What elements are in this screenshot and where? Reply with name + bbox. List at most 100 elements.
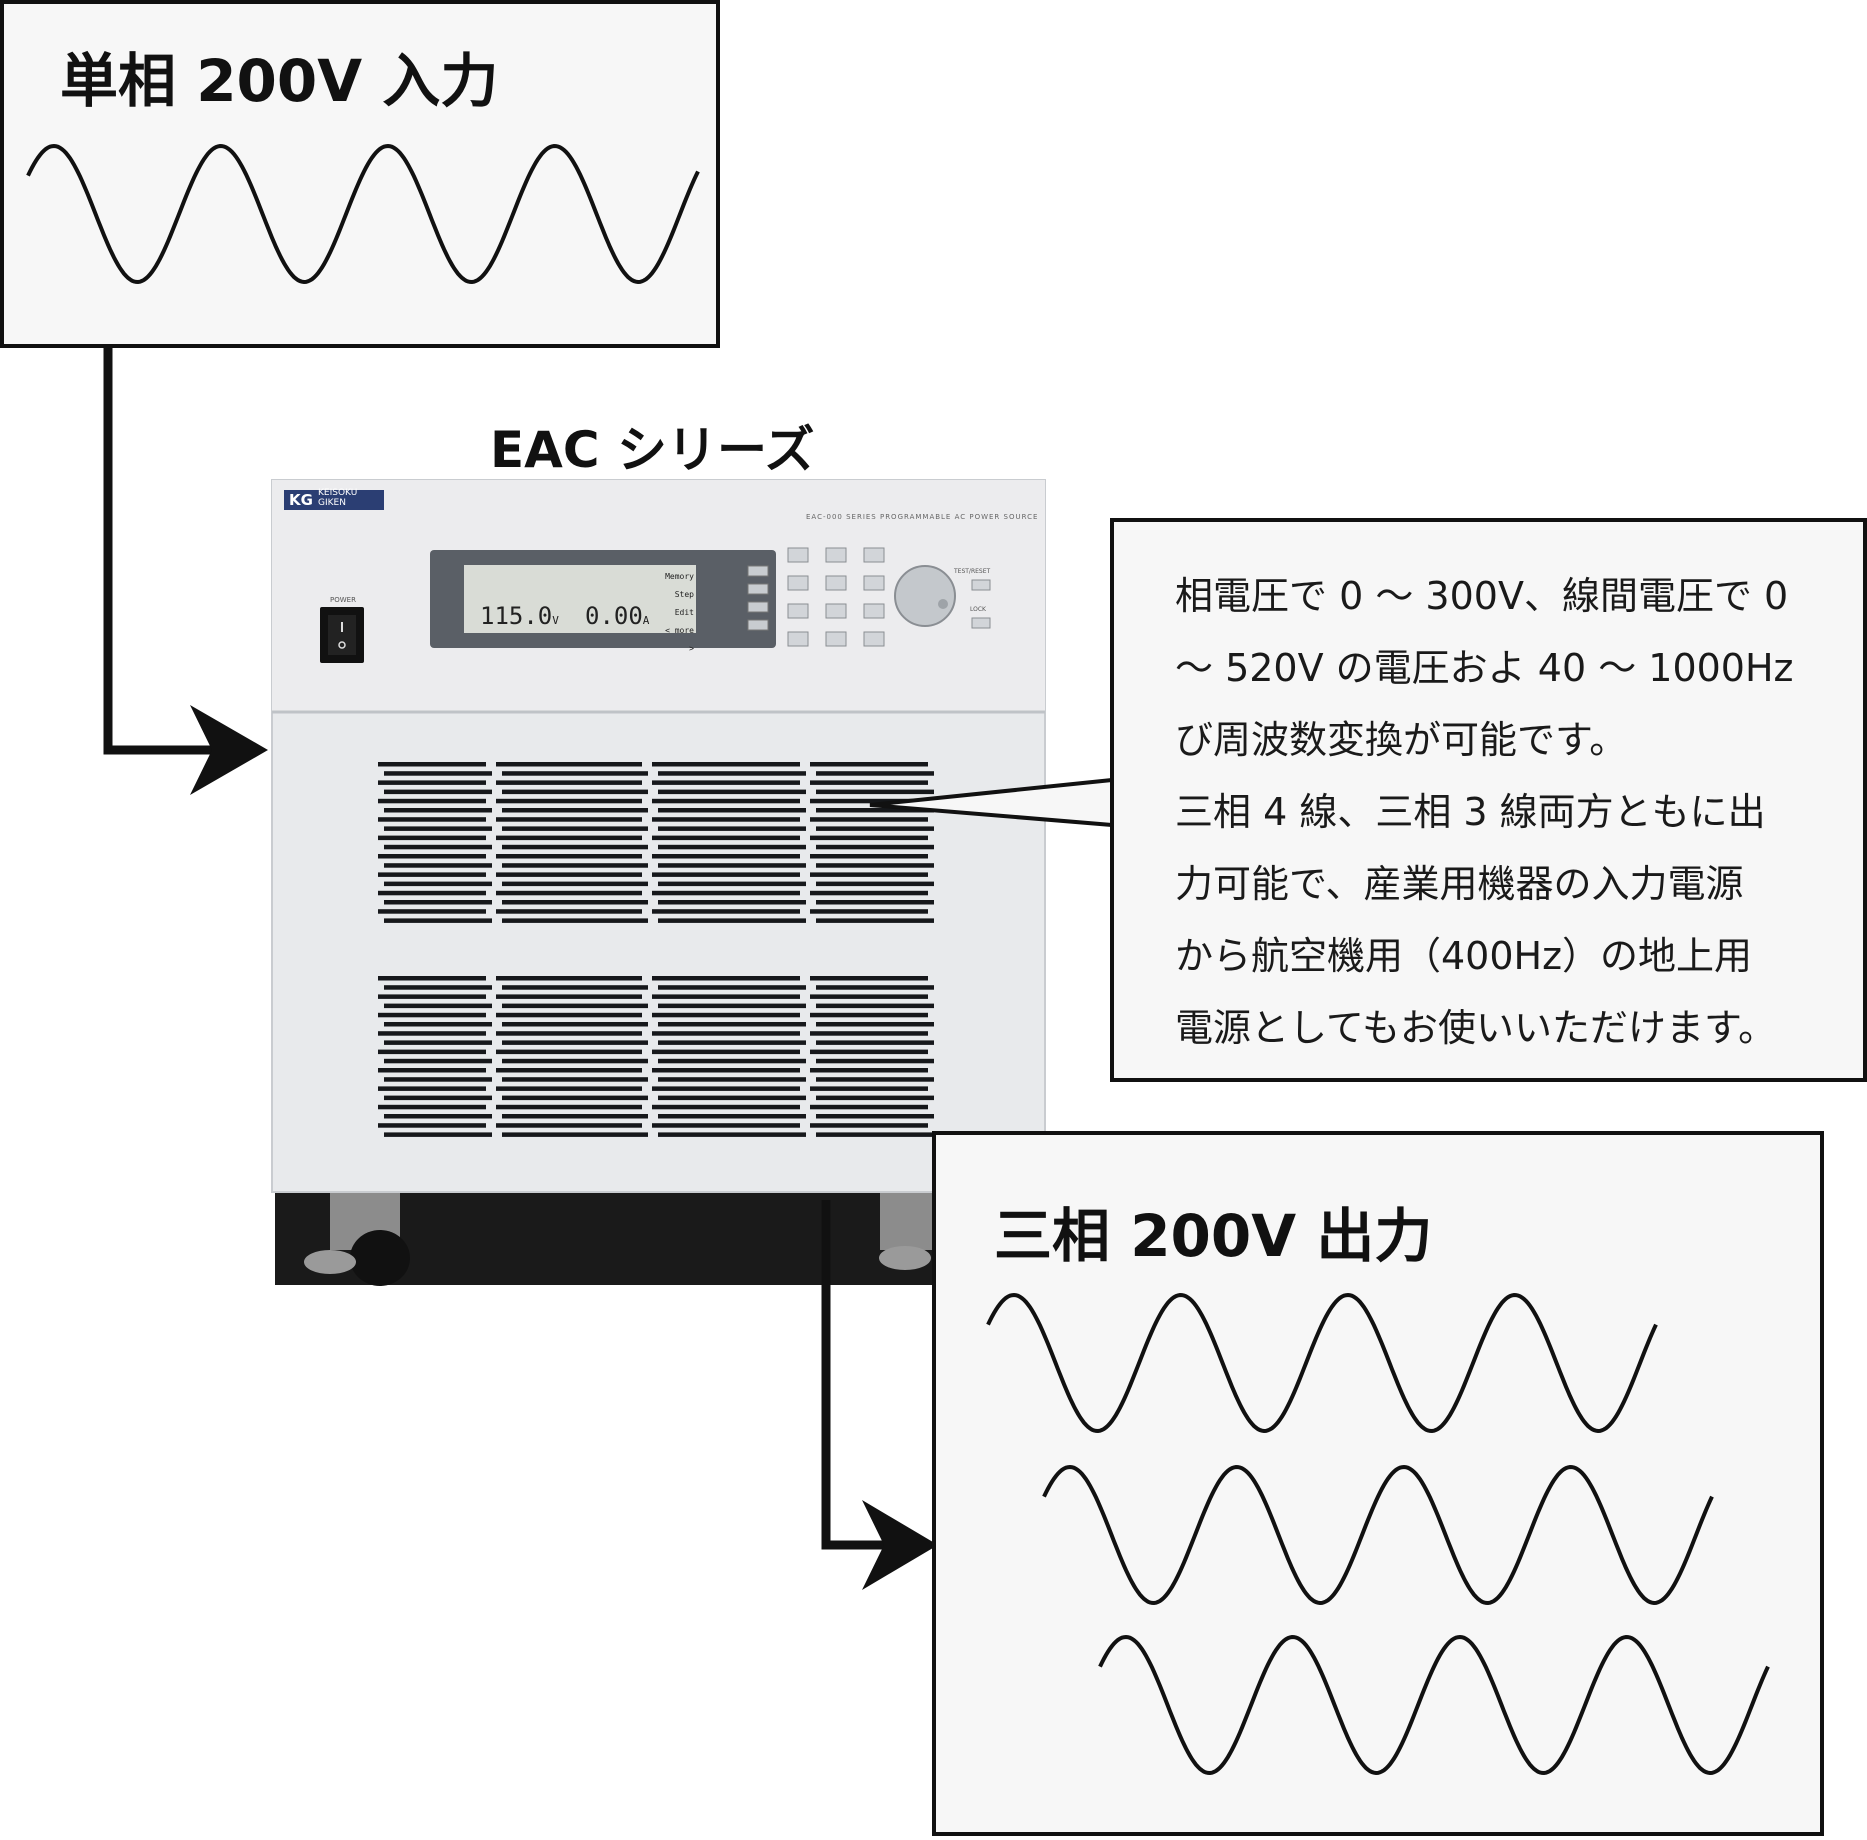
vent-slot <box>384 918 492 923</box>
softkey-3[interactable] <box>747 601 769 613</box>
vent-slot <box>816 1003 934 1009</box>
vent-slot <box>384 844 492 850</box>
vent-slot <box>658 1003 806 1009</box>
vent-slot <box>496 872 642 877</box>
vent-slot <box>384 985 492 990</box>
vent-slot <box>652 1123 800 1128</box>
vent-slot <box>384 863 492 868</box>
vent-slot <box>502 985 648 990</box>
description-line-3: び周波数変換が可能です。 <box>1175 718 1628 762</box>
vent-slot <box>502 844 648 850</box>
vent-slot <box>378 994 486 999</box>
output-sine-waves <box>986 1292 1770 1776</box>
vent-slot <box>378 780 486 785</box>
vent-slot <box>810 909 928 914</box>
vent-slot <box>496 1086 642 1091</box>
vent-slot <box>496 780 642 785</box>
vent-slot <box>378 872 486 877</box>
vent-slot <box>502 1022 648 1027</box>
vent-slot <box>810 1104 928 1110</box>
brand-name: KEISOKU GIKEN <box>318 488 357 508</box>
softkey-1[interactable] <box>747 565 769 577</box>
vent-slot <box>658 826 806 831</box>
output-box-title: 三相 200V 出力 <box>994 1202 1433 1270</box>
vent-slot <box>658 985 806 990</box>
vent-slot <box>384 1095 492 1101</box>
lcd-current-value: 0.00 <box>585 602 643 630</box>
vent-slot <box>496 1049 642 1055</box>
vent-slot <box>816 1095 934 1101</box>
series-label: EAC シリーズ <box>490 421 815 479</box>
input-arrow-head <box>190 705 268 795</box>
vent-slot <box>658 1058 806 1064</box>
vent-slot <box>810 1049 928 1055</box>
vent-slot <box>652 1068 800 1073</box>
vent-slot <box>384 1114 492 1119</box>
caster-left <box>304 1190 410 1286</box>
rotary-knob[interactable] <box>894 565 956 627</box>
vent-slot <box>658 771 806 776</box>
vent-slot <box>658 900 806 905</box>
softkey-2[interactable] <box>747 583 769 595</box>
vent-slot <box>378 909 486 914</box>
vent-slot <box>816 1077 934 1082</box>
lcd-menu-memory[interactable]: Memory <box>665 572 694 581</box>
vent-slot <box>810 817 928 822</box>
lcd-menu: Memory Step Edit < more > <box>660 568 694 658</box>
description-line-7: 電源としてもお使いいただけます。 <box>1175 1006 1777 1050</box>
input-box: 単相 200V 入力 <box>0 0 720 348</box>
input-sine-wave <box>26 143 700 285</box>
vent-slot <box>384 1003 492 1009</box>
lcd-menu-step[interactable]: Step <box>674 590 694 599</box>
vent-slot <box>810 1086 928 1091</box>
vent-slot <box>496 976 642 981</box>
vent-slot <box>502 771 648 776</box>
vent-slot <box>816 1114 934 1119</box>
vent-slot <box>810 872 928 877</box>
vent-slot <box>658 918 806 923</box>
lcd-menu-edit[interactable]: Edit <box>674 608 694 617</box>
lcd-voltage-unit: V <box>552 614 559 627</box>
vent-slot <box>652 1049 800 1055</box>
vent-slot <box>816 789 934 795</box>
vent-slot <box>378 1031 486 1036</box>
vent-slot <box>496 762 642 767</box>
vent-slot <box>496 817 642 822</box>
vent-slot <box>502 1077 648 1082</box>
vent-slot <box>378 890 486 896</box>
vent-slot <box>658 1077 806 1082</box>
vent-slot <box>384 771 492 776</box>
vent-slot <box>502 1003 648 1009</box>
vent-slot <box>658 808 806 813</box>
vent-slot <box>658 1114 806 1119</box>
lcd-menu-more[interactable]: < more > <box>665 626 694 653</box>
vent-slot <box>652 798 800 804</box>
vent-slot <box>652 890 800 896</box>
lcd-voltage-value: 115.0 <box>480 602 553 630</box>
vent-slot <box>378 798 486 804</box>
input-box-title: 単相 200V 入力 <box>60 47 499 115</box>
description-line-6: から航空機用（400Hz）の地上用 <box>1175 934 1753 978</box>
vent-slot <box>502 1114 648 1119</box>
vent-slot <box>816 985 934 990</box>
vent-slot <box>496 854 642 859</box>
vent-slot <box>496 798 642 804</box>
vent-slot <box>384 1058 492 1064</box>
vent-slot <box>652 976 800 981</box>
vent-slot <box>810 1068 928 1073</box>
vent-slot <box>658 844 806 850</box>
vent-slot <box>384 826 492 831</box>
output-wave-phase-3 <box>1098 1634 1770 1776</box>
eac-device <box>271 479 1046 1286</box>
lock-button[interactable] <box>971 617 991 629</box>
vent-slot <box>378 762 486 767</box>
vent-slot <box>652 1086 800 1091</box>
vent-slot <box>816 844 934 850</box>
output-box: 三相 200V 出力 <box>932 1131 1824 1836</box>
vent-slot <box>810 1012 928 1018</box>
softkey-4[interactable] <box>747 619 769 631</box>
vent-slot <box>496 1068 642 1073</box>
vent-slot <box>816 826 934 831</box>
test-reset-button[interactable] <box>971 579 991 591</box>
vent-slot <box>502 1132 648 1137</box>
